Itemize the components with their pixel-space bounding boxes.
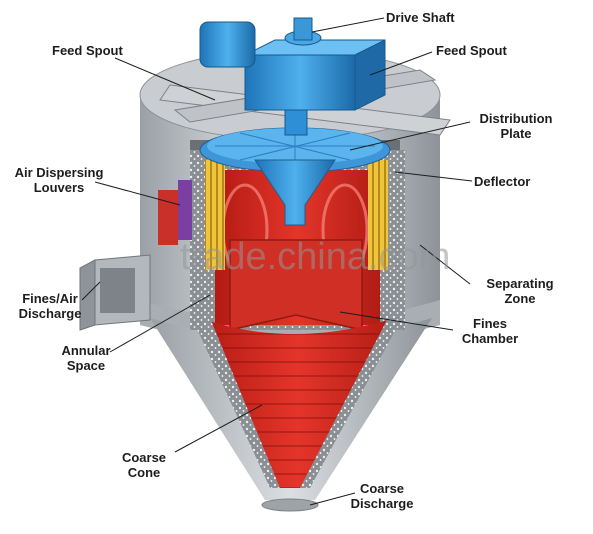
- label-coarse-cone-line2: Cone: [127, 465, 161, 480]
- label-fines-chamber-line1: Fines: [473, 316, 507, 331]
- label-annular-space-line2: Space: [66, 358, 106, 373]
- label-distribution-plate: Distribution Plate: [470, 111, 562, 141]
- label-fines-air-discharge-line2: Discharge: [18, 306, 82, 321]
- label-separating-zone-line2: Zone: [504, 291, 536, 306]
- label-separating-zone-line1: Separating: [486, 276, 554, 291]
- watermark: trade.china.com: [180, 236, 451, 278]
- label-fines-air-discharge-line1: Fines/Air: [22, 291, 78, 306]
- label-separating-zone: Separating Zone: [474, 276, 566, 306]
- label-feed-spout-right: Feed Spout: [436, 43, 507, 58]
- label-air-dispersing-louvers: Air Dispersing Louvers: [4, 165, 114, 195]
- label-air-dispersing-louvers-line2: Louvers: [33, 180, 85, 195]
- label-feed-spout-left: Feed Spout: [52, 43, 123, 58]
- label-fines-chamber-line2: Chamber: [461, 331, 519, 346]
- deflector-cone: [254, 159, 336, 226]
- label-drive-shaft: Drive Shaft: [386, 10, 455, 25]
- fines-air-discharge-duct: [79, 254, 151, 331]
- label-annular-space-line1: Annular: [61, 343, 111, 358]
- cutaway-interior: [158, 140, 405, 488]
- label-distribution-plate-line2: Plate: [500, 126, 532, 141]
- label-annular-space: Annular Space: [48, 343, 124, 373]
- label-fines-air-discharge: Fines/Air Discharge: [6, 291, 94, 321]
- label-coarse-cone-line1: Coarse: [121, 450, 167, 465]
- distribution-plate: [199, 127, 391, 173]
- label-coarse-discharge: Coarse Discharge: [340, 481, 424, 511]
- label-fines-chamber: Fines Chamber: [452, 316, 528, 346]
- coarse-discharge-outlet: [261, 498, 319, 512]
- label-distribution-plate-line1: Distribution: [479, 111, 553, 126]
- label-deflector: Deflector: [474, 174, 531, 189]
- label-coarse-cone: Coarse Cone: [112, 450, 176, 480]
- label-coarse-discharge-line2: Discharge: [350, 496, 414, 511]
- label-coarse-discharge-line1: Coarse: [359, 481, 405, 496]
- label-air-dispersing-louvers-line1: Air Dispersing: [14, 165, 104, 180]
- drive-assembly: [199, 17, 386, 136]
- leader-lines: [81, 17, 473, 506]
